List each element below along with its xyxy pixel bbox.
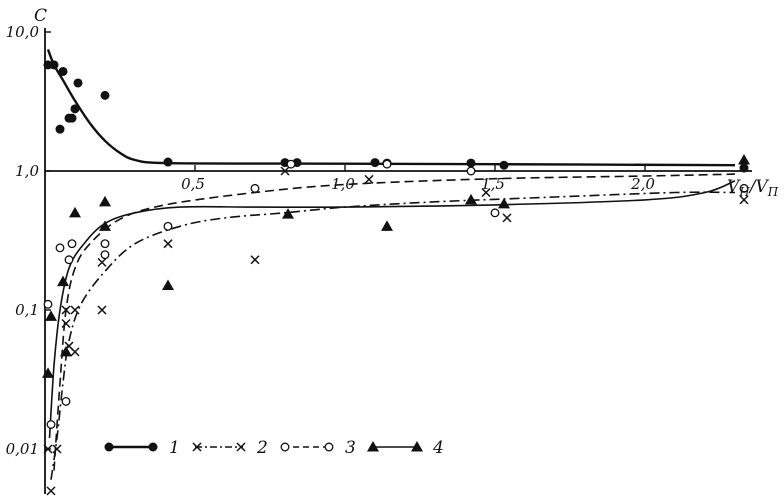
series-3-point [67,239,77,249]
legend-item-1-marker-left [104,442,114,452]
legend-item-1-label: 1 [169,438,180,458]
series-1-point [70,104,80,114]
series-2-point [364,174,374,184]
series-1-point [49,60,59,70]
series-3-point [43,299,53,309]
x-tick-label: 0,5 [181,175,205,193]
series-1-point [163,157,173,167]
series-2-point [70,347,80,357]
axes [44,28,752,494]
series-points [42,60,750,496]
series-2-point [97,305,107,315]
legend-item-4-marker-left [367,441,379,452]
series-3-point [46,420,56,429]
series-curves [46,48,736,480]
legend-item-2-marker-right [236,442,246,452]
y-axis-label: C [34,6,47,26]
series-4-curve [48,180,736,439]
legend-item-4-marker-right [411,441,423,452]
series-3-curve [53,173,736,471]
series-4-point [60,345,72,357]
series-2-point [502,213,512,223]
series-3-point [100,239,110,249]
series-2-point [52,444,62,454]
series-4-point [282,208,294,219]
series-4-point [45,310,57,321]
series-2-point [739,195,749,205]
series-4-point [42,367,54,378]
legend-item-1-marker-right [148,442,158,452]
series-4-point [69,206,81,218]
series-1-point [739,163,749,173]
series-1-point [55,124,65,134]
series-3-point [163,221,173,231]
series-3-point [61,396,71,406]
series-4-point [381,220,393,231]
series-3-point [490,208,500,218]
legend-item-3-label: 3 [345,438,356,458]
x-tick-label: 2,0 [630,175,655,193]
series-4-point [57,275,69,287]
series-2-point [250,255,260,265]
series-3-point [55,243,65,253]
series-2-curve [50,191,736,480]
series-3-point [64,255,74,265]
series-4-point [162,279,174,291]
series-2-point [97,257,107,267]
series-2-point [46,486,56,496]
series-2-point [481,188,491,198]
series-1-curve [46,48,736,167]
series-1-point [67,113,77,123]
series-1-point [58,66,68,76]
series-4-point [465,193,477,205]
series-4-point [738,153,750,165]
series-4-point [99,220,111,231]
legend-item-3-marker-left [280,442,290,452]
series-2-point [61,318,71,329]
y-tick-label: 1,0 [15,162,39,180]
series-3-point [286,159,296,169]
series-1-point [370,158,380,168]
series-2-point [61,305,71,315]
series-1-point [100,90,110,100]
series-3-point [466,166,476,176]
series-3-point [739,183,749,193]
y-tick-label: 0,1 [15,301,39,319]
series-2-point [163,239,173,249]
x-tick-label: 1,5 [481,175,505,193]
y-tick-label: 0,01 [6,440,39,458]
legend-item-4-label: 4 [432,438,444,458]
legend-item-3-marker-right [324,442,334,452]
series-1-point [466,158,476,168]
x-axis-label: VH/VП [727,177,779,199]
series-3-point [100,250,110,260]
y-tick-label: 10,0 [6,23,40,41]
series-2-point [70,305,80,315]
series-1-point [73,78,83,88]
series-4-point [99,195,111,207]
series-4-point [498,197,510,209]
legend-item-2-marker-left [192,442,202,452]
series-3-point [250,183,260,193]
legend: 1 2 3 4 [104,438,444,458]
series-2-point [43,444,53,454]
legend-item-2-label: 2 [256,438,268,458]
series-3-point [382,159,392,169]
tick-marks [45,31,646,450]
series-2-point [280,166,290,176]
series-1-point [499,160,509,170]
